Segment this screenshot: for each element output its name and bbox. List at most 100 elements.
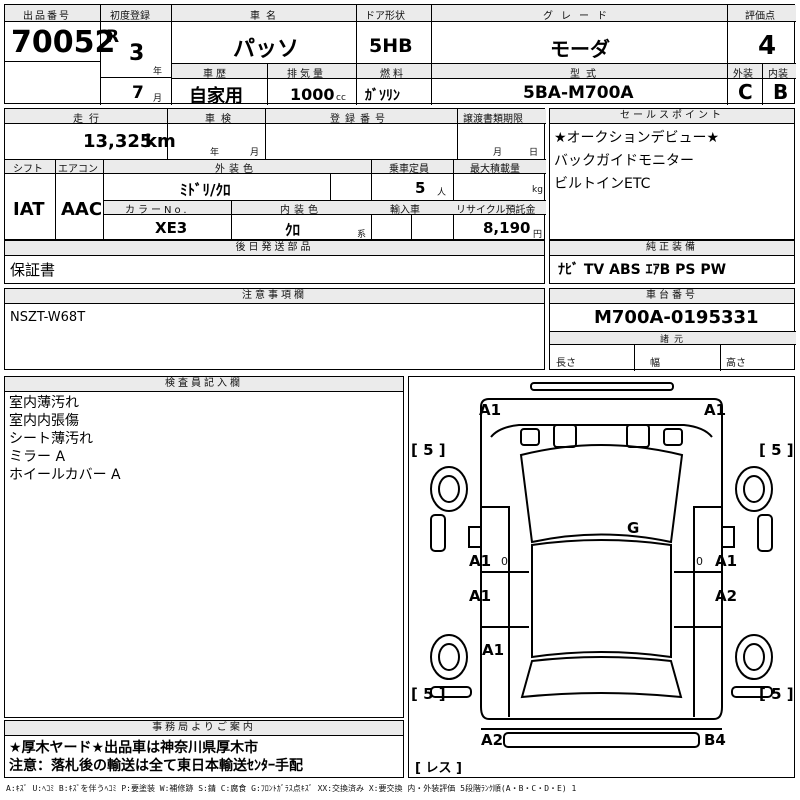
max-load-unit: kg	[532, 185, 543, 195]
car-diagram: A1 A1 [ 5 ] [ 5 ] G A1 A1 0 0 A1 A2 A1 […	[408, 376, 795, 778]
sales-points-block: セールスポイント ★オークションデビュー★ バックガイドモニター ビルトインET…	[549, 108, 795, 240]
lot-number: 70052	[11, 25, 116, 60]
chassis-block: 車台番号 M700A-0195331 諸元 長さ 幅 高さ	[549, 288, 796, 371]
chassis-label: 車台番号	[550, 289, 794, 304]
era: R	[106, 27, 120, 47]
legend: A:ｷｽﾞ U:ﾍｺﾐ B:ｷｽﾞを伴うﾍｺﾐ P:要塗装 W:補修跡 S:錆 …	[6, 784, 577, 793]
later-parts-label: 後日発送部品	[5, 241, 544, 256]
width-label: 幅	[650, 358, 660, 369]
recycle-unit: 円	[533, 230, 543, 240]
dims-label: 諸元	[660, 335, 689, 345]
genuine-equip-text: ﾅﾋﾞ TV ABS ｴｱB PS PW	[558, 262, 727, 278]
length-label: 長さ	[556, 358, 576, 369]
mark-small-o: 0	[696, 555, 703, 568]
reg-year: 3	[129, 41, 145, 66]
inspector-line: ホイールカバー A	[9, 467, 121, 483]
genuine-equip-label: 純正装備	[550, 241, 794, 256]
mark-door-fr: A1	[715, 552, 738, 570]
max-load-label: 最大積載量	[470, 164, 520, 175]
mark-tire-rl: [ 5 ]	[411, 685, 446, 703]
capacity-unit: 人	[437, 188, 447, 198]
history: 自家用	[189, 86, 243, 107]
mark-spare: [ レス ]	[415, 761, 462, 776]
mark-tire-rr: [ 5 ]	[759, 685, 794, 703]
ext-color-label: 外装色	[215, 164, 257, 175]
inspector-block: 検査員記入欄 室内薄汚れ 室内内張傷 シート薄汚れ ミラー A ホイールカバー …	[4, 376, 404, 718]
inspection-year-unit: 年	[210, 148, 220, 158]
fuel: ｶﾞｿﾘﾝ	[365, 88, 400, 104]
ac: AAC	[61, 199, 103, 220]
model-code: 5BA-M700A	[523, 83, 634, 103]
color-no-label: カラーNo.	[125, 205, 190, 216]
mark-glass: G	[627, 519, 640, 537]
sales-point-item: ビルトインETC	[554, 176, 651, 192]
mark-door-rl: A1	[469, 587, 492, 605]
inspection-label: 車検	[205, 114, 237, 125]
int-color-label: 内装色	[280, 205, 322, 216]
mark-front-right: A1	[704, 401, 727, 419]
displacement-unit: cc	[336, 93, 346, 103]
model-label: 型式	[570, 69, 602, 80]
inspector-line: 室内内張傷	[9, 413, 79, 429]
door-type: 5HB	[369, 35, 413, 57]
mark-front-left: A1	[479, 401, 502, 419]
car-name-label: 車名	[250, 11, 282, 22]
inspector-line: ミラー A	[9, 449, 66, 465]
inspector-line: シート薄汚れ	[9, 431, 93, 447]
reg-month: 7	[132, 83, 144, 103]
mark-small-o: 0	[501, 555, 508, 568]
notes-text: NSZT-W68T	[10, 310, 86, 325]
sales-point-item: バックガイドモニター	[554, 153, 694, 169]
interior-label: 内装	[768, 69, 788, 80]
chassis-number: M700A-0195331	[594, 307, 759, 328]
mark-rear-qtr-l: A1	[482, 641, 505, 659]
displacement-label: 排気量	[287, 69, 326, 80]
office-label: 事務局よりご案内	[5, 721, 403, 736]
month-unit: 月	[153, 94, 163, 104]
header-block: 出品番号 70052 初度登録 R 3 年 7 月 車名 パッソ ドア形状 5H…	[4, 4, 796, 107]
office-line: 注意：落札後の輸送は全て東日本輸送ｾﾝﾀｰ手配	[9, 758, 303, 774]
mark-rear-right: B4	[704, 731, 726, 749]
ac-label: エアコン	[58, 164, 98, 175]
score: 4	[758, 31, 777, 61]
recycle-label: リサイクル預託金	[456, 205, 536, 216]
capacity: 5	[415, 179, 426, 197]
transfer-label: 譲渡書類期限	[463, 114, 523, 125]
year-unit: 年	[153, 67, 163, 77]
car-outline	[430, 382, 773, 748]
exterior-grade: C	[738, 80, 753, 104]
shift: IAT	[13, 199, 45, 220]
capacity-label: 乗車定員	[389, 164, 429, 175]
mark-door-rr: A2	[715, 587, 738, 605]
inspection-month-unit: 月	[250, 148, 260, 158]
inspector-line: 室内薄汚れ	[9, 395, 79, 411]
first-reg-label: 初度登録	[110, 11, 150, 22]
color-no: XE3	[155, 219, 188, 237]
office-line: ★厚木ヤード★出品車は神奈川県厚木市	[9, 740, 259, 756]
notes-label: 注意事項欄	[5, 289, 544, 304]
height-label: 高さ	[726, 358, 746, 369]
sales-point-item: ★オークションデビュー★	[554, 130, 720, 146]
car-name: パッソ	[233, 37, 300, 62]
mark-door-fl: A1	[469, 552, 492, 570]
interior-grade: B	[773, 80, 789, 104]
mark-tire-fr: [ 5 ]	[759, 441, 794, 459]
history-label: 車歴	[203, 69, 229, 80]
shift-label: シフト	[13, 164, 43, 175]
displacement: 1000	[290, 85, 335, 104]
later-parts-text: 保証書	[10, 261, 56, 279]
grade: モーダ	[550, 37, 610, 61]
transfer-month-unit: 月	[493, 148, 503, 158]
mileage: 13,325	[83, 131, 153, 152]
int-color: ｸﾛ	[285, 221, 301, 239]
mark-tire-fl: [ 5 ]	[411, 441, 446, 459]
lot-number-label: 出品番号	[23, 11, 71, 22]
transfer-day-unit: 日	[529, 148, 539, 158]
reg-no-label: 登録番号	[330, 114, 390, 125]
ext-color: ﾐﾄﾞﾘ/ｸﾛ	[180, 181, 231, 199]
sales-points-label: セールスポイント	[550, 109, 794, 124]
later-parts-block: 後日発送部品 保証書	[4, 240, 545, 284]
inspector-label: 検査員記入欄	[5, 377, 403, 392]
score-label: 評価点	[745, 11, 775, 22]
mark-rear-left: A2	[481, 731, 504, 749]
